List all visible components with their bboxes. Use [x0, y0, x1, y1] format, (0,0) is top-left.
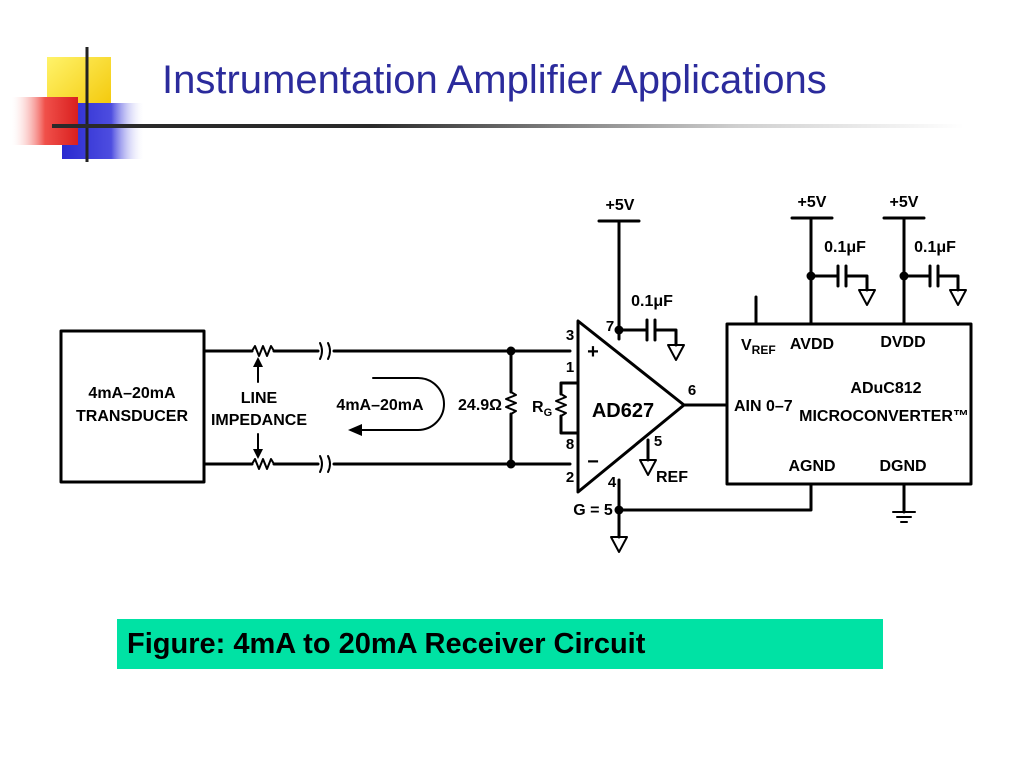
avdd-supply-label: +5V — [798, 194, 827, 211]
gain-label: G = 5 — [573, 502, 613, 519]
line-impedance-label-line1: LINE — [241, 390, 278, 407]
impedance-arrowhead-top — [253, 357, 263, 367]
dvdd-cap-ground-wire — [936, 274, 960, 292]
amp-name-label: AD627 — [592, 400, 654, 422]
dvdd-cap-ground-symbol — [949, 289, 967, 306]
dgnd-label: DGND — [879, 458, 926, 475]
amp-cap-ground-symbol — [667, 344, 685, 361]
gain-resistor — [555, 393, 567, 417]
pin-4-label: 4 — [608, 474, 617, 491]
amp-minus-label: − — [587, 451, 599, 473]
ref-label: REF — [656, 469, 688, 486]
aduc812-box — [725, 322, 973, 486]
pin-8-label: 8 — [566, 436, 574, 453]
sense-resistor — [505, 391, 517, 415]
gain-resistor-wire — [559, 381, 580, 396]
junction-amp-gnd — [614, 505, 624, 515]
junction-top-sense — [506, 346, 516, 356]
ain-label: AIN 0–7 — [734, 398, 793, 415]
loop-current-arrow — [359, 377, 445, 431]
avdd-label: AVDD — [790, 336, 834, 353]
receiver-circuit-diagram: 4mA–20mA TRANSDUCER LINE IMPEDANCE 4mA–2… — [59, 194, 973, 553]
dvdd-supply-label: +5V — [890, 194, 919, 211]
figure-caption: Figure: 4mA to 20mA Receiver Circuit — [127, 627, 646, 660]
bottom-line-impedance-resistor — [251, 458, 275, 470]
transducer-box — [59, 329, 206, 484]
amp-plus-label: + — [587, 341, 599, 363]
transducer-label-line2: TRANSDUCER — [76, 408, 188, 425]
loop-current-label: 4mA–20mA — [336, 397, 424, 414]
pin-2-label: 2 — [566, 469, 574, 486]
junction-avdd-cap — [806, 271, 816, 281]
gain-resistor-wire-2 — [559, 414, 580, 435]
line-impedance-label-line2: IMPEDANCE — [211, 412, 307, 429]
agnd-wire — [617, 482, 813, 512]
aduc812-label: ADuC812 — [850, 380, 921, 397]
loop-arrow-head — [348, 424, 362, 436]
dvdd-label: DVDD — [880, 334, 925, 351]
bottom-line-break — [319, 455, 331, 473]
top-line-impedance-resistor — [251, 345, 275, 357]
figure-caption-box: Figure: 4mA to 20mA Receiver Circuit — [117, 619, 883, 669]
logo-red-square — [12, 97, 78, 145]
impedance-arrowhead-bottom — [253, 449, 263, 459]
gain-resistor-label: RG — [532, 399, 552, 419]
vref-label: VREF — [741, 337, 776, 357]
junction-amp-cap — [614, 325, 624, 335]
pin-6-label: 6 — [688, 382, 696, 399]
ref-ground-symbol — [639, 459, 657, 476]
ad627-amplifier-triangle — [576, 319, 686, 494]
pin-1-label: 1 — [566, 359, 574, 376]
amp-supply-label: +5V — [606, 197, 635, 214]
sense-resistor-label: 24.9Ω — [458, 397, 502, 414]
pin-7-label: 7 — [606, 318, 614, 335]
amp-neg-supply-ground — [610, 536, 628, 553]
pin-3-label: 3 — [566, 327, 574, 344]
title-divider — [52, 124, 964, 128]
avdd-cap-ground-symbol — [858, 289, 876, 306]
pin-5-label: 5 — [654, 433, 662, 450]
amp-cap-label: 0.1μF — [631, 293, 673, 310]
avdd-cap-ground-wire — [844, 274, 869, 292]
junction-bottom-sense — [506, 459, 516, 469]
junction-dvdd-cap — [899, 271, 909, 281]
transducer-label-line1: 4mA–20mA — [88, 385, 176, 402]
slide-title: Instrumentation Amplifier Applications — [162, 58, 827, 102]
avdd-cap-label: 0.1μF — [824, 239, 866, 256]
amp-cap-ground-wire — [653, 328, 678, 347]
agnd-label: AGND — [788, 458, 835, 475]
microconverter-label: MICROCONVERTER™ — [799, 408, 969, 425]
top-line-break — [319, 342, 331, 360]
dvdd-cap-label: 0.1μF — [914, 239, 956, 256]
